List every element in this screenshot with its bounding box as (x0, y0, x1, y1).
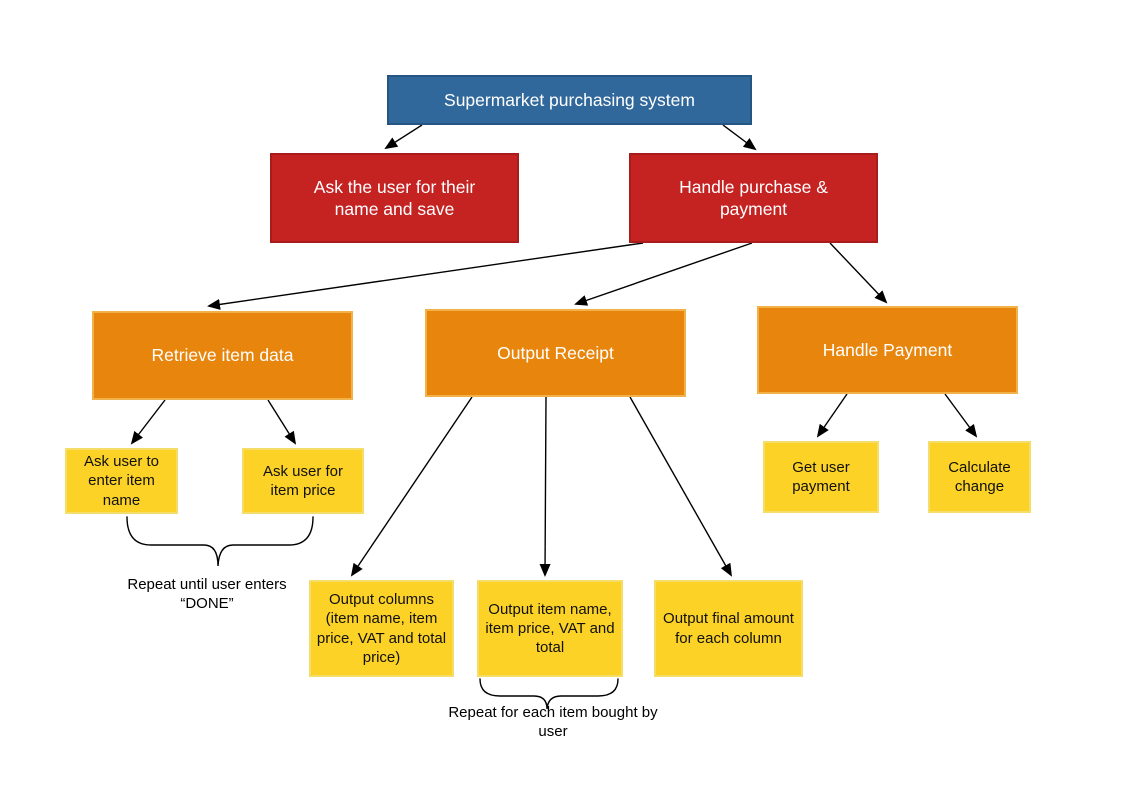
arrow-receipt-to-columns (350, 396, 473, 577)
node-output-item-details-label: Output item name, item price, VAT and to… (485, 600, 615, 657)
arrow-payment-to-get-payment (816, 393, 848, 438)
node-get-user-payment-label: Get user payment (792, 458, 850, 495)
node-calculate-change: Calculate change (928, 441, 1031, 513)
node-retrieve-item-data: Retrieve item data (92, 311, 353, 400)
node-ask-item-price-label: Ask user for item price (262, 462, 344, 499)
node-output-final-amount: Output final amount for each column (654, 580, 803, 677)
node-ask-item-name: Ask user to enter item name (65, 448, 178, 514)
node-supermarket-system: Supermarket purchasing system (387, 75, 752, 125)
node-ask-user-name: Ask the user for their name and save (270, 153, 519, 243)
node-handle-purchase-label: Handle purchase & payment (679, 176, 828, 219)
brace-repeat-items (479, 678, 619, 710)
brace-repeat-done (126, 516, 314, 567)
node-calculate-change-label: Calculate change (948, 458, 1011, 495)
annotation-repeat-each-item: Repeat for each item bought by user (448, 704, 658, 740)
node-output-item-details: Output item name, item price, VAT and to… (477, 580, 623, 677)
node-handle-payment: Handle Payment (757, 306, 1018, 394)
node-get-user-payment: Get user payment (763, 441, 879, 513)
node-output-receipt: Output Receipt (425, 309, 686, 397)
arrow-receipt-to-final-amount (629, 396, 732, 577)
node-handle-payment-label: Handle Payment (822, 339, 953, 360)
node-output-receipt-label: Output Receipt (497, 342, 614, 363)
arrow-retrieve-to-item-price (267, 399, 297, 445)
arrow-payment-to-calc-change (944, 393, 978, 438)
arrow-purchase-to-retrieve (207, 242, 644, 310)
arrow-receipt-to-item-details (539, 396, 551, 577)
arrow-root-to-handle-purchase (722, 124, 757, 151)
node-ask-item-name-label: Ask user to enter item name (83, 453, 160, 509)
node-ask-item-price: Ask user for item price (242, 448, 364, 514)
node-ask-user-name-label: Ask the user for their name and save (313, 176, 476, 219)
arrow-root-to-ask-name (384, 124, 423, 150)
arrow-retrieve-to-item-name (130, 399, 166, 445)
node-output-columns: Output columns (item name, item price, V… (309, 580, 454, 677)
arrow-purchase-to-payment (829, 242, 888, 304)
node-retrieve-item-data-label: Retrieve item data (151, 345, 294, 366)
node-supermarket-system-label: Supermarket purchasing system (444, 89, 695, 110)
node-output-final-amount-label: Output final amount for each column (663, 610, 794, 647)
arrow-purchase-to-receipt (574, 242, 753, 306)
annotation-repeat-until-done: Repeat until user enters “DONE” (127, 576, 287, 612)
node-handle-purchase: Handle purchase & payment (629, 153, 878, 243)
node-output-columns-label: Output columns (item name, item price, V… (316, 591, 447, 666)
